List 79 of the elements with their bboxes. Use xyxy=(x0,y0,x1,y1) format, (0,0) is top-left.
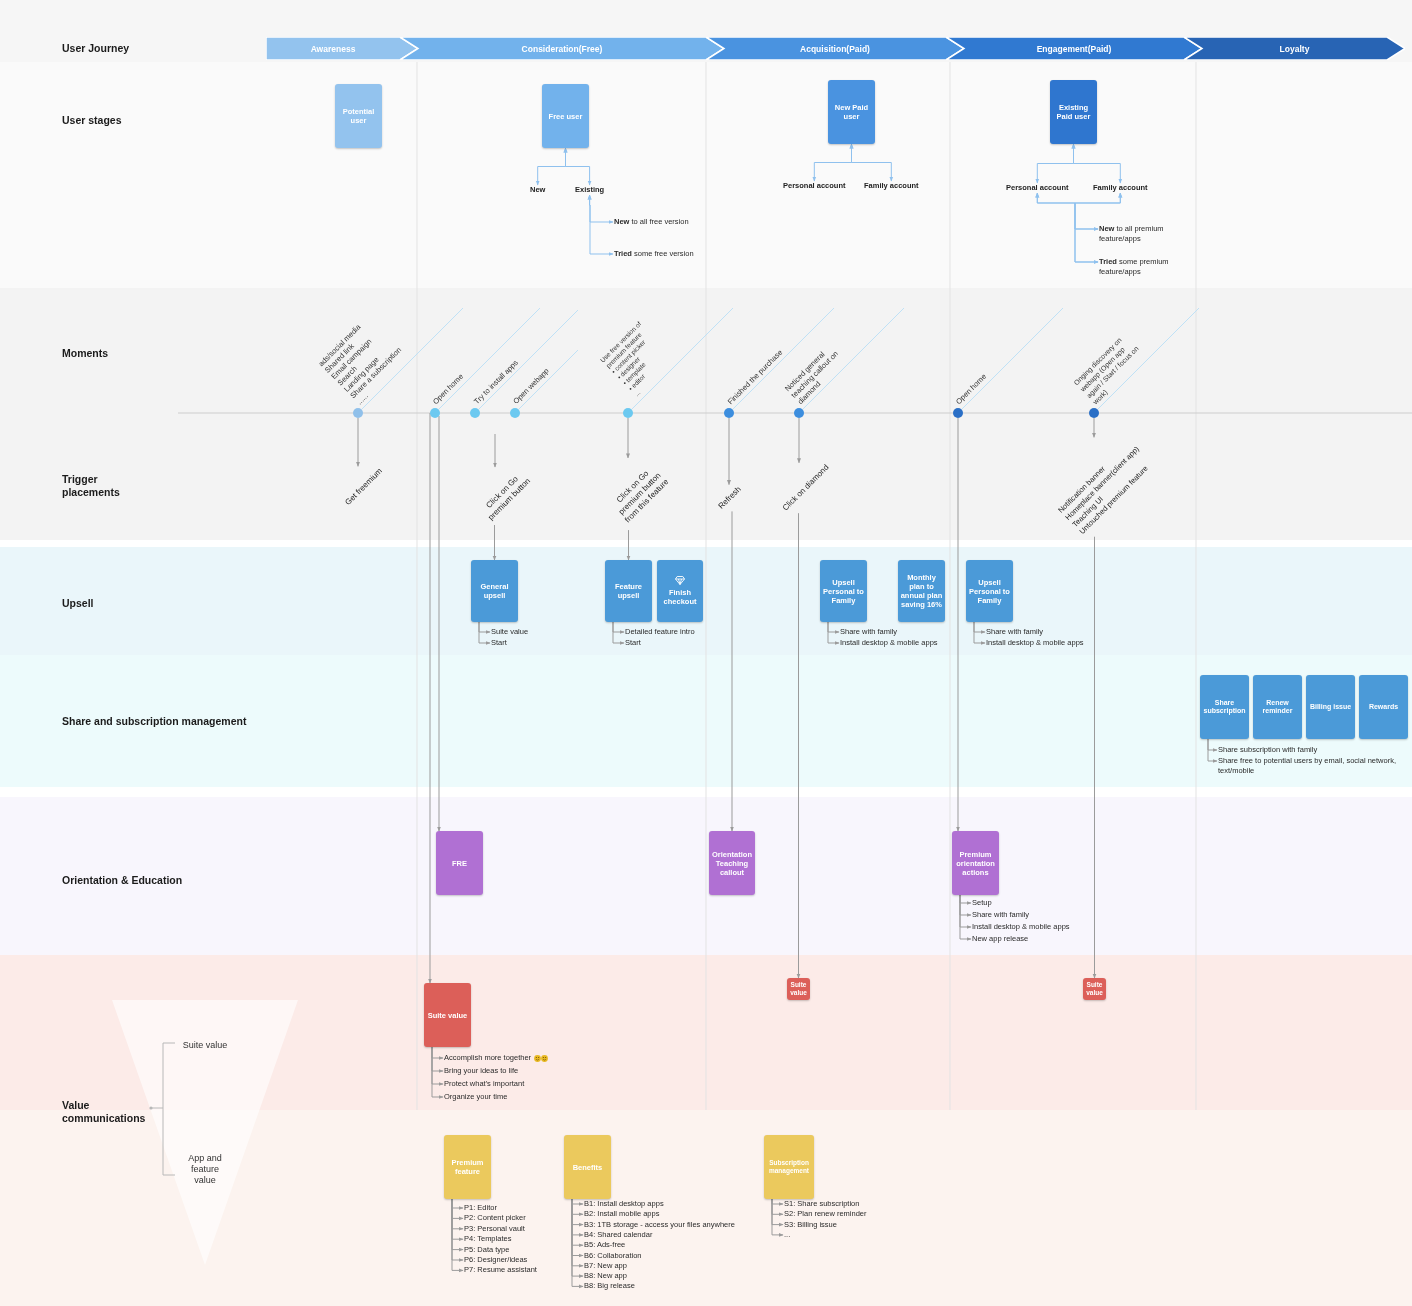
arrow xyxy=(493,433,497,468)
swimlane xyxy=(0,432,1412,540)
upsell-card xyxy=(898,560,945,622)
arrow xyxy=(587,194,614,256)
value-card xyxy=(444,1135,491,1199)
arrow xyxy=(1071,143,1123,184)
lane-title: Moments xyxy=(62,346,109,360)
upsell-card xyxy=(966,560,1013,622)
arrow xyxy=(727,417,731,486)
lane-title: Orientation & Education xyxy=(62,873,183,887)
user-stage-card xyxy=(1050,80,1097,144)
phase-label: Engagement(Paid) xyxy=(1036,43,1112,54)
arrow xyxy=(437,415,441,832)
timeline-dot-icon xyxy=(724,408,734,418)
phase-label: Loyalty xyxy=(1279,43,1310,54)
education-card xyxy=(436,831,483,895)
subscription-card xyxy=(1253,675,1302,739)
lane-title: User stages xyxy=(62,113,122,127)
phase-label: Acquisition(Paid) xyxy=(800,43,870,54)
arrow xyxy=(827,621,840,645)
timeline-dot-icon xyxy=(470,408,480,418)
timeline-dot-icon xyxy=(353,408,363,418)
funnel-label: App and feature value xyxy=(187,1153,223,1186)
user-stage-card xyxy=(335,84,382,148)
phase-label: Awareness xyxy=(310,43,356,54)
swimlane xyxy=(0,655,1412,787)
swimlane xyxy=(0,288,1412,432)
education-card xyxy=(709,831,755,895)
arrow xyxy=(612,621,625,645)
arrow xyxy=(478,621,491,645)
arrow xyxy=(959,894,972,941)
subscription-card xyxy=(1200,675,1249,739)
upsell-card xyxy=(605,560,652,622)
arrow xyxy=(771,1198,784,1237)
arrow xyxy=(1092,417,1096,438)
arrow xyxy=(356,417,360,467)
arrow xyxy=(849,143,894,182)
upsell-card xyxy=(471,560,518,622)
lane-title: Share and subscription management xyxy=(62,714,247,728)
arrow xyxy=(563,147,592,186)
timeline-dot-icon xyxy=(953,408,963,418)
arrow xyxy=(492,524,497,561)
timeline-dot-icon xyxy=(1089,408,1099,418)
lane-title: User Journey xyxy=(62,41,130,55)
arrow xyxy=(730,510,734,832)
arrow xyxy=(626,417,630,459)
swimlane xyxy=(0,547,1412,655)
phase-label: Consideration(Free) xyxy=(521,43,603,54)
subscription-card xyxy=(1359,675,1408,739)
user-stage-card xyxy=(542,84,589,148)
swimlane xyxy=(0,797,1412,955)
lane-title: Trigger placements xyxy=(62,473,121,499)
arrow xyxy=(797,417,801,464)
swimlane xyxy=(0,0,1412,62)
swimlane xyxy=(0,955,1412,1306)
subscription-card xyxy=(1306,675,1355,739)
timeline-dot-icon xyxy=(794,408,804,418)
lane-title: Value communications xyxy=(62,1099,147,1125)
timeline-dot-icon xyxy=(510,408,520,418)
education-card xyxy=(952,831,999,895)
arrow xyxy=(1092,536,1097,979)
upsell-card xyxy=(657,560,703,622)
value-card xyxy=(564,1135,611,1199)
arrow xyxy=(1207,738,1218,763)
funnel-label: Suite value xyxy=(182,1040,228,1051)
arrow xyxy=(1074,192,1123,264)
value-card xyxy=(424,983,471,1047)
swimlane xyxy=(0,62,1412,288)
value-card xyxy=(764,1135,814,1199)
arrow xyxy=(796,512,801,979)
arrow xyxy=(431,1046,444,1099)
timeline-dot-icon xyxy=(623,408,633,418)
user-stage-card xyxy=(828,80,875,144)
timeline-dot-icon xyxy=(430,408,440,418)
arrow xyxy=(956,417,960,832)
arrow xyxy=(973,621,986,645)
lane-title: Upsell xyxy=(62,596,94,610)
arrow xyxy=(626,529,631,561)
upsell-card xyxy=(820,560,867,622)
